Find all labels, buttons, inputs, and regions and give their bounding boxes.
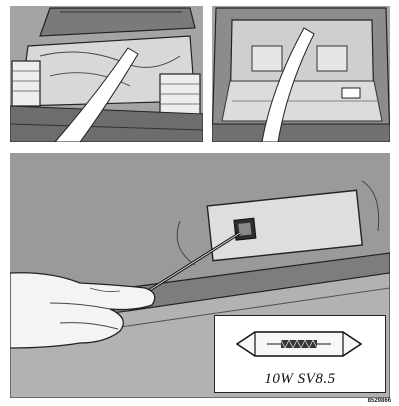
bulb-inset: 10W SV8.5 — [214, 315, 386, 393]
sedan-trunk-illustration — [10, 6, 203, 142]
reference-code: 8529866 — [368, 398, 391, 404]
wagon-cargo-illustration — [212, 6, 390, 142]
wagon-cargo-drawing — [212, 6, 390, 142]
festoon-bulb-icon — [215, 316, 384, 371]
sedan-trunk-drawing — [10, 6, 203, 142]
bulb-spec-label: 10W SV8.5 — [215, 371, 385, 388]
